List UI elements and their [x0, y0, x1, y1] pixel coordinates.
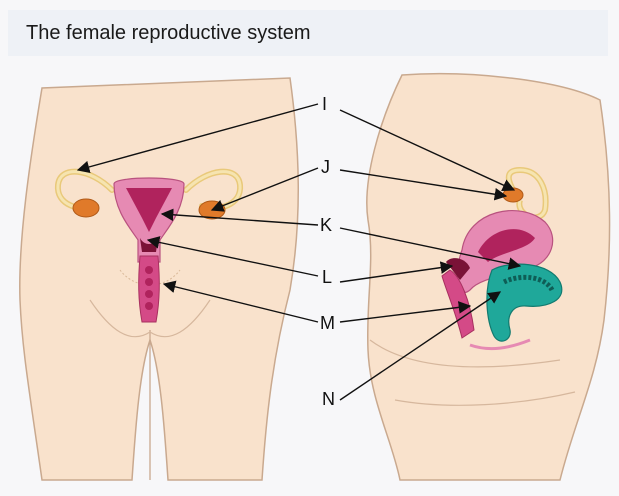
front-uterine-cavity	[126, 188, 172, 232]
label-l: L	[322, 267, 333, 287]
title-bar	[8, 10, 608, 56]
arrow-m-right	[339, 301, 472, 323]
front-reproductive-organs	[54, 168, 244, 323]
side-uterine-cavity	[478, 229, 535, 262]
front-vagina	[138, 255, 160, 323]
arrow-l-left	[146, 236, 319, 277]
side-reproductive-organs	[441, 166, 563, 351]
arrow-m-left	[162, 280, 319, 323]
label-k: K	[320, 215, 333, 235]
arrow-i-right	[339, 109, 516, 191]
arrow-l-right	[339, 261, 454, 283]
label-m: M	[320, 313, 335, 333]
label-n: N	[322, 389, 335, 409]
diagram-title: The female reproductive system	[26, 22, 311, 44]
arrow-i-left	[76, 103, 319, 174]
arrow-n-right	[339, 291, 502, 401]
arrow-k-right	[339, 227, 522, 270]
arrow-k-left	[160, 208, 319, 226]
front-left-ovary	[72, 198, 100, 218]
arrow-j-left	[210, 167, 319, 212]
leader-arrows	[76, 103, 522, 401]
label-i: I	[322, 94, 328, 114]
arrow-j-right	[339, 169, 508, 201]
label-j: J	[321, 157, 330, 177]
